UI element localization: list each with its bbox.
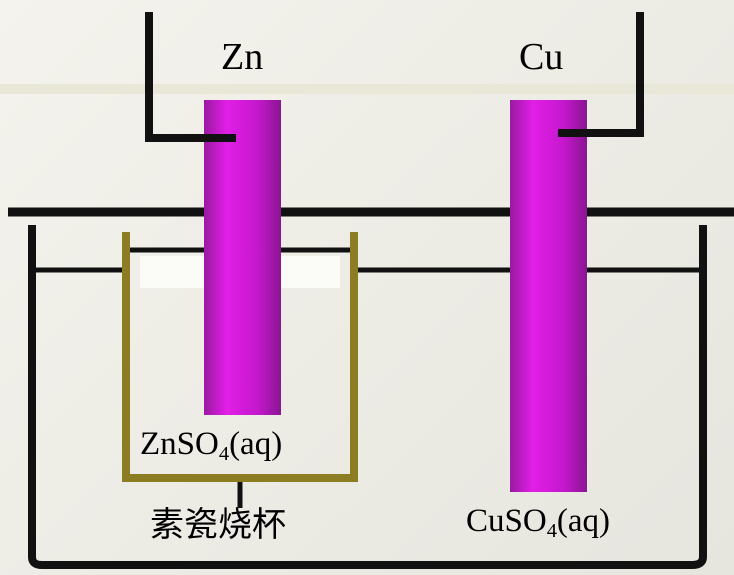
background-stripe [0, 84, 734, 94]
cu-solution-label: CuSO4(aq) [466, 503, 611, 541]
cu-solution-state: (aq) [556, 503, 611, 539]
cu-electrode-label: Cu [519, 36, 564, 78]
liquid-surface [32, 247, 703, 288]
cu-solution-formula: CuSO [466, 503, 547, 539]
zn-electrode [204, 100, 281, 415]
cu-electrode [510, 100, 587, 492]
porous-cup [122, 232, 358, 482]
zn-solution-formula: ZnSO [140, 426, 219, 462]
cu-solution-subscript: 4 [546, 519, 557, 542]
beaker-body [28, 225, 707, 569]
zn-solution-state: (aq) [229, 426, 283, 462]
outer-beaker [8, 207, 734, 569]
porous-cup-label: 素瓷烧杯 [150, 505, 286, 545]
zn-electrode-label: Zn [221, 36, 264, 78]
zn-solution-subscript: 4 [218, 442, 230, 465]
zn-solution-label: ZnSO4(aq) [140, 426, 283, 464]
